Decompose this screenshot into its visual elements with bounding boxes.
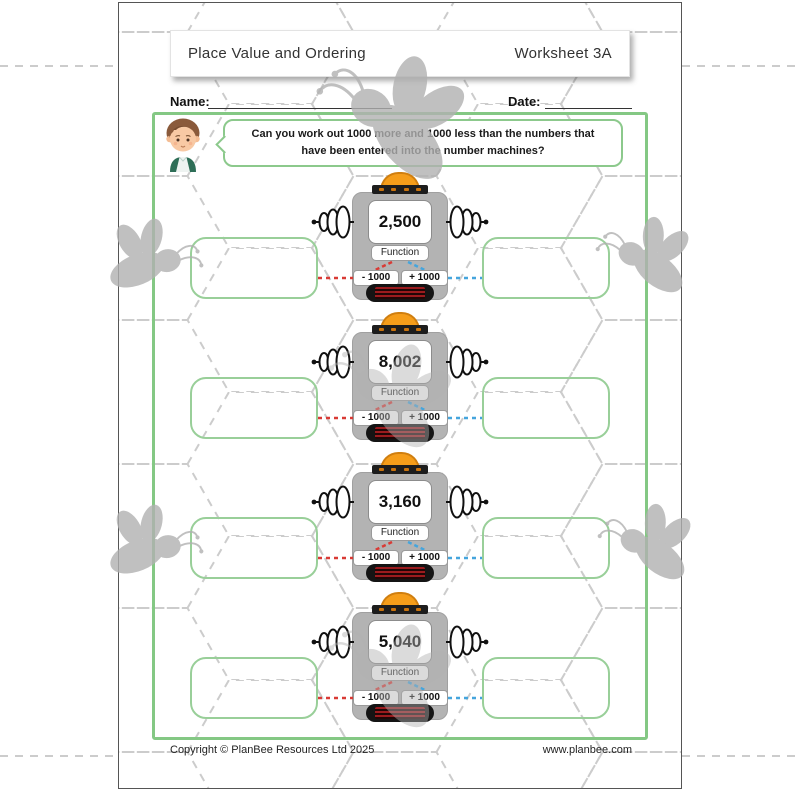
function-label: Function — [371, 385, 429, 401]
machine-display-value: 3,160 — [378, 492, 422, 511]
function-label: Function — [371, 245, 429, 261]
machine-antenna-right-icon — [446, 485, 489, 519]
machine-grill — [366, 424, 434, 442]
machine-display-value: 8,002 — [378, 352, 422, 371]
number-machine-row: 3,160 Function - 1000 + 1000 — [0, 452, 800, 584]
machine-cap — [372, 465, 428, 474]
number-machine-row: 2,500 Function - 1000 + 1000 — [0, 172, 800, 304]
machine-grill — [366, 704, 434, 722]
machine-antenna-left-icon — [311, 345, 354, 379]
machine-cap — [372, 605, 428, 614]
machine-antenna-right-icon — [446, 345, 489, 379]
number-machine-row: 5,040 Function - 1000 + 1000 — [0, 592, 800, 724]
machine-grill — [366, 284, 434, 302]
machine-antenna-right-icon — [446, 205, 489, 239]
machine-display: 8,002 — [368, 340, 432, 384]
function-label: Function — [371, 525, 429, 541]
machine-antenna-left-icon — [311, 485, 354, 519]
machine-cap — [372, 325, 428, 334]
function-label: Function — [371, 665, 429, 681]
answer-box-1000-less[interactable] — [190, 377, 318, 439]
machine-antenna-right-icon — [446, 625, 489, 659]
machine-antenna-left-icon — [311, 205, 354, 239]
machine-display: 2,500 — [368, 200, 432, 244]
machine-display: 5,040 — [368, 620, 432, 664]
number-machine-row: 8,002 Function - 1000 + 1000 — [0, 312, 800, 444]
machine-display: 3,160 — [368, 480, 432, 524]
machine-grill — [366, 564, 434, 582]
answer-box-1000-more[interactable] — [482, 657, 610, 719]
machine-display-value: 2,500 — [378, 212, 422, 231]
answer-box-1000-more[interactable] — [482, 517, 610, 579]
machine-cap — [372, 185, 428, 194]
answer-box-1000-more[interactable] — [482, 377, 610, 439]
machine-antenna-left-icon — [311, 625, 354, 659]
answer-box-1000-less[interactable] — [190, 657, 318, 719]
answer-box-1000-less[interactable] — [190, 517, 318, 579]
answer-box-1000-more[interactable] — [482, 237, 610, 299]
answer-box-1000-less[interactable] — [190, 237, 318, 299]
machine-display-value: 5,040 — [378, 632, 422, 651]
